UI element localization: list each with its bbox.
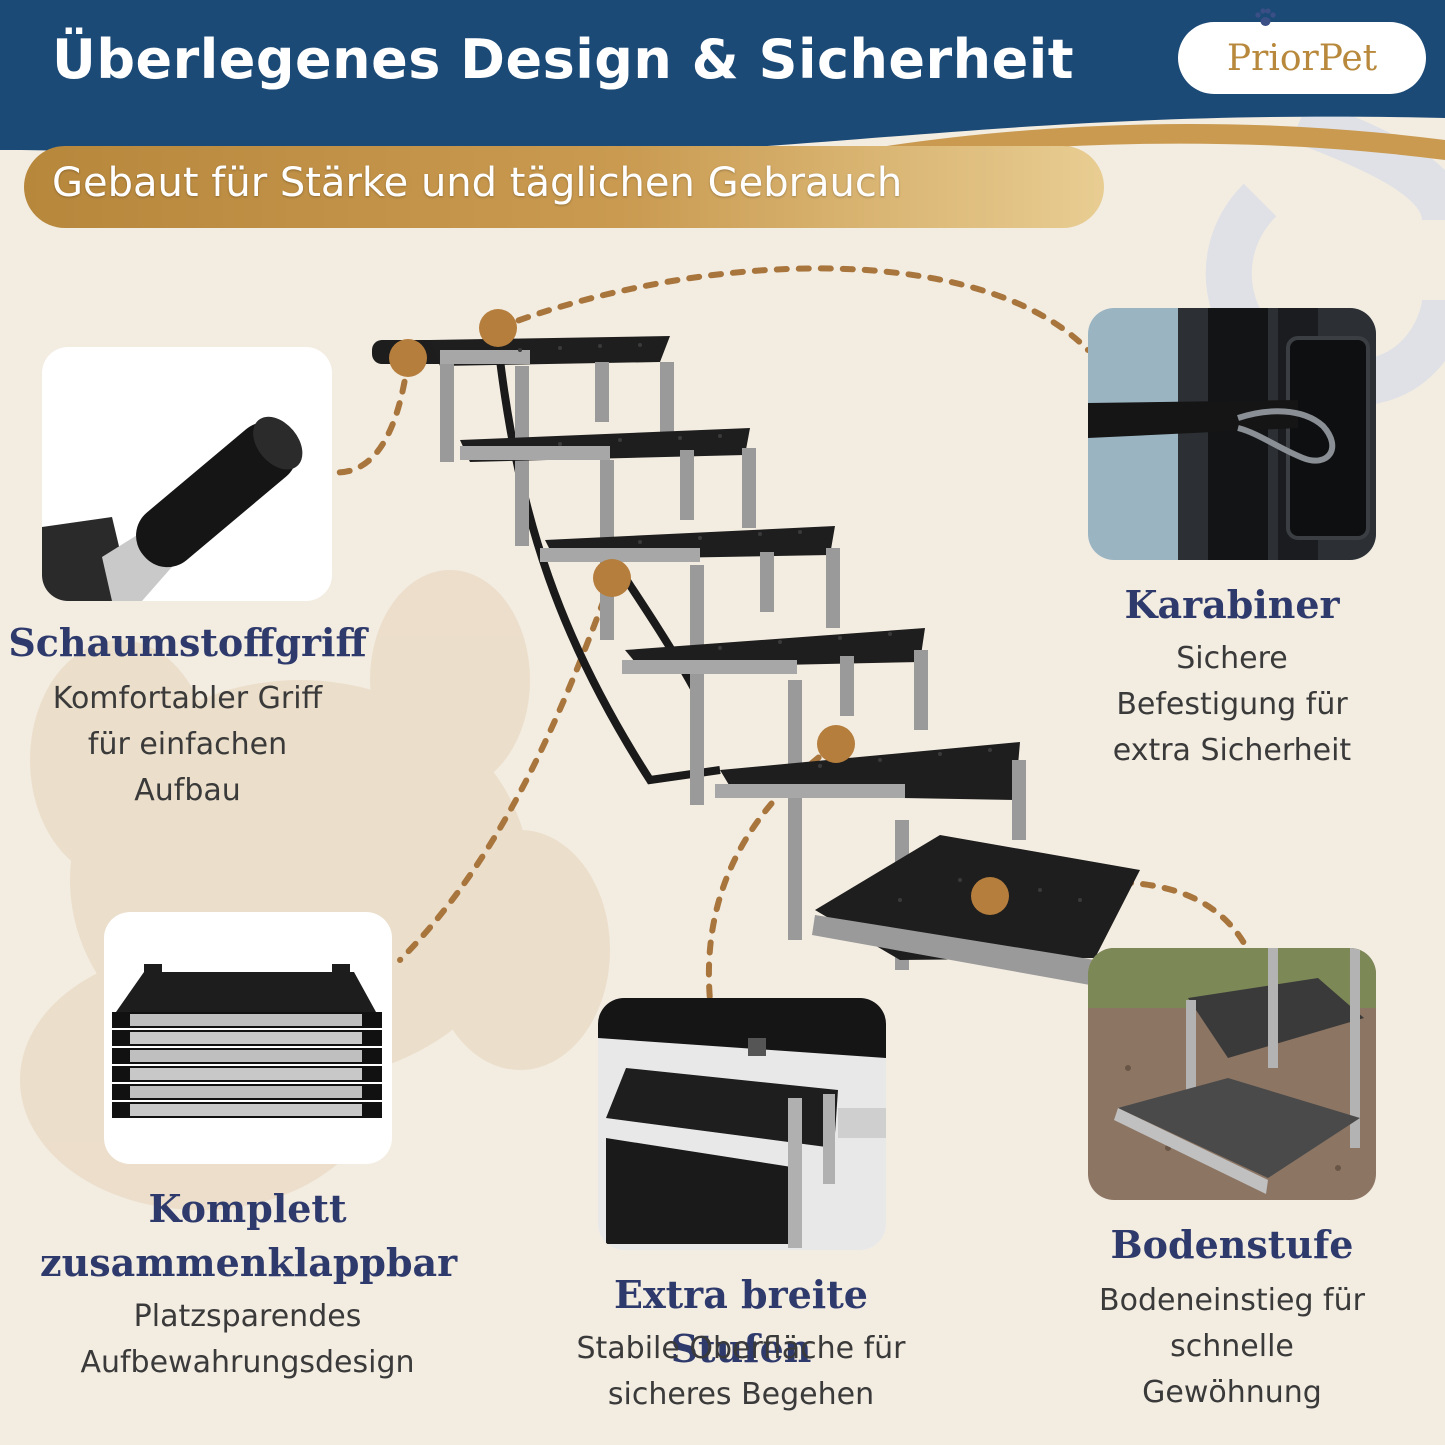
dotted-connectors xyxy=(327,265,1251,1003)
title-line: Komplett xyxy=(148,1186,347,1231)
feature-desc-carabiner: Sichere Befestigung für extra Sicherheit xyxy=(1072,636,1392,774)
connector-dot-carabiner xyxy=(479,309,517,347)
desc-line: sicheres Begehen xyxy=(607,1377,875,1412)
foam-handle-icon xyxy=(42,416,303,601)
header-band xyxy=(0,0,1445,157)
handle-photo-card xyxy=(42,347,332,601)
desc-line: Stabile Oberfläche für xyxy=(576,1331,906,1366)
connector-dot-wide-steps xyxy=(817,725,855,763)
desc-line: Gewöhnung xyxy=(1142,1375,1322,1410)
wide-steps-photo-card xyxy=(598,998,886,1250)
page-title: Überlegenes Design & Sicherheit xyxy=(52,28,1075,91)
desc-line: Befestigung für xyxy=(1116,687,1348,722)
feature-desc-ground-step: Bodeneinstieg für schnelle Gewöhnung xyxy=(1072,1278,1392,1416)
desc-line: Aufbewahrungsdesign xyxy=(80,1345,415,1380)
header-accent-wave xyxy=(860,123,1445,165)
logo-text: PriorPet xyxy=(1226,37,1378,79)
desc-line: Aufbau xyxy=(134,773,241,808)
connector-dot-ground-step xyxy=(971,877,1009,915)
feature-title-wide-steps: Extra breite Stufen xyxy=(614,1272,868,1371)
carabiner-photo-card xyxy=(1088,308,1376,560)
ground-step-icon xyxy=(1088,948,1376,1200)
desc-line: Komfortabler Griff xyxy=(52,681,323,716)
brand-logo: PriorPet xyxy=(1178,8,1426,94)
desc-line: Platzsparendes xyxy=(133,1299,362,1334)
feature-title-handle: Schaumstoffgriff xyxy=(8,620,367,665)
carabiner-icon xyxy=(1088,308,1376,560)
desc-line: Sichere xyxy=(1176,641,1288,676)
feature-desc-wide-steps: Stabile Oberfläche für sicheres Begehen xyxy=(540,1326,942,1418)
subtitle-banner xyxy=(24,146,1104,228)
desc-line: schnelle xyxy=(1170,1329,1294,1364)
paw-icon xyxy=(1255,8,1276,26)
foldable-photo-card xyxy=(104,912,392,1164)
desc-line: für einfachen xyxy=(87,727,288,762)
desc-line: Bodeneinstieg für xyxy=(1099,1283,1365,1318)
folded-stairs-icon xyxy=(112,964,382,1118)
desc-line: extra Sicherheit xyxy=(1112,733,1352,768)
subtitle-text: Gebaut für Stärke und täglichen Gebrauch xyxy=(52,160,903,206)
feature-desc-foldable: Platzsparendes Aufbewahrungsdesign xyxy=(40,1294,455,1386)
title-line: zusammenklappbar xyxy=(40,1240,458,1285)
feature-title-foldable: Komplett zusammenklappbar xyxy=(40,1182,458,1290)
ground-step-photo-card xyxy=(1088,948,1376,1200)
connector-dot-handle xyxy=(389,339,427,377)
connector-dot-foldable xyxy=(593,559,631,597)
feature-title-ground-step: Bodenstufe xyxy=(1110,1222,1354,1267)
feature-title-carabiner: Karabiner xyxy=(1124,582,1340,627)
feature-desc-handle: Komfortabler Griff für einfachen Aufbau xyxy=(0,676,375,814)
wide-step-icon xyxy=(598,998,886,1250)
